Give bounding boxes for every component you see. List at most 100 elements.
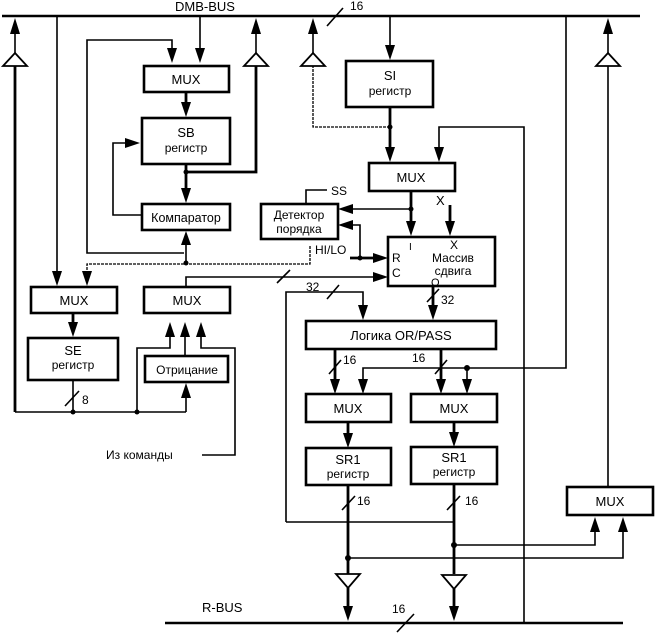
si-register-sub: регистр bbox=[369, 84, 412, 98]
sr1-right-output bbox=[440, 484, 468, 621]
port-c-label: C bbox=[392, 266, 401, 280]
comparator-to-sb bbox=[112, 138, 142, 216]
buffer-triangle-icon bbox=[440, 574, 468, 591]
mux-neg-to-shifter-c bbox=[185, 269, 388, 287]
buffer-triangle-icon bbox=[593, 51, 623, 67]
logic-to-mux-right bbox=[434, 349, 448, 394]
r-bus-label: R-BUS bbox=[202, 600, 243, 615]
sr1-left-sub: регистр bbox=[327, 467, 370, 481]
buffer-triangle-icon bbox=[298, 51, 328, 67]
sr1-right-width: 16 bbox=[465, 494, 479, 508]
se-register bbox=[26, 336, 120, 382]
negation-to-mux bbox=[180, 322, 190, 356]
dmb-to-si-reg bbox=[385, 16, 395, 60]
se-register-name: SE bbox=[64, 343, 82, 358]
logic-right-width: 16 bbox=[412, 351, 426, 365]
logic-label: Логика OR/PASS bbox=[350, 328, 452, 343]
mux-out bbox=[565, 485, 655, 517]
shifter-array bbox=[386, 235, 497, 288]
exponent-detector bbox=[259, 202, 340, 241]
sb-feedback-loop bbox=[86, 39, 184, 254]
buffer-triangle-icon bbox=[334, 573, 362, 590]
sr1-feedback-to-logic bbox=[285, 284, 368, 522]
feedback-width: 32 bbox=[306, 280, 320, 294]
instruction-to-mux bbox=[196, 322, 236, 456]
arrow-down-icon bbox=[52, 271, 62, 286]
port-r-label: R bbox=[392, 251, 401, 265]
sr1-to-mux-out bbox=[348, 517, 628, 559]
detector-line1: Детектор bbox=[274, 208, 325, 222]
arrow-up-icon bbox=[10, 18, 20, 34]
shifter-line2: сдвига bbox=[435, 264, 472, 278]
shifter-line1: Массив bbox=[432, 251, 474, 265]
x-input-label: X bbox=[436, 193, 445, 208]
se-reg-width: 8 bbox=[82, 393, 89, 407]
mux-out-to-dmb bbox=[593, 18, 623, 487]
mux-sr1-right-label: MUX bbox=[440, 401, 469, 416]
dmb-to-mux-se bbox=[52, 16, 62, 286]
logic-to-mux-left bbox=[328, 349, 342, 394]
si-register bbox=[344, 59, 435, 109]
hi-lo-label: HI/LO bbox=[315, 243, 346, 257]
mux-to-sr1-right bbox=[449, 422, 459, 447]
logic-or-pass bbox=[304, 319, 498, 351]
sr1-right-sub: регистр bbox=[433, 465, 476, 479]
comparator-label: Компаратор bbox=[151, 211, 221, 225]
x-input-arrow bbox=[445, 205, 455, 236]
mux-negation bbox=[142, 285, 232, 315]
dmb-to-mux-sb bbox=[195, 16, 205, 63]
sb-reg-output bbox=[181, 18, 271, 203]
dmb-bus bbox=[2, 7, 640, 27]
r-bus bbox=[165, 613, 623, 633]
dmb-bus-width: 16 bbox=[350, 0, 364, 13]
from-instruction-label: Из команды bbox=[106, 448, 173, 462]
shifter-out-width: 32 bbox=[441, 293, 455, 307]
logic-left-width: 16 bbox=[343, 353, 357, 367]
se-reg-output bbox=[15, 322, 191, 415]
mux-negation-label: MUX bbox=[173, 293, 202, 308]
negation-label: Отрицание bbox=[156, 363, 218, 377]
mux-si-label: MUX bbox=[397, 170, 426, 185]
sb-register-sub: регистр bbox=[165, 141, 208, 155]
ss-signal bbox=[305, 189, 327, 204]
sb-register bbox=[140, 116, 232, 166]
sr1-register-left bbox=[304, 446, 393, 487]
mux-out-label: MUX bbox=[596, 494, 625, 509]
shifter-to-logic bbox=[426, 286, 440, 320]
dmb-bus-label: DMB-BUS bbox=[175, 0, 235, 14]
comparator bbox=[140, 202, 232, 232]
port-o-label: O bbox=[431, 277, 440, 289]
mux-sb-to-sb-reg bbox=[181, 92, 191, 117]
r-bus-width: 16 bbox=[392, 602, 406, 616]
sr1-left-name: SR1 bbox=[335, 452, 360, 467]
dmb-to-sr1-muxes bbox=[358, 16, 567, 394]
port-x-label: X bbox=[450, 238, 458, 252]
mux-to-sr1-left bbox=[343, 422, 353, 448]
sr1-left-width: 16 bbox=[357, 494, 371, 508]
si-reg-output bbox=[298, 18, 395, 162]
se-register-sub: регистр bbox=[52, 358, 95, 372]
mux-sr1-left-label: MUX bbox=[334, 401, 363, 416]
buffer-triangle-icon bbox=[0, 51, 30, 67]
negation-block bbox=[143, 354, 230, 384]
sr1-right-name: SR1 bbox=[441, 450, 466, 465]
ss-label: SS bbox=[331, 184, 347, 198]
detector-line2: порядка bbox=[276, 222, 322, 236]
mux-sr1-left bbox=[304, 392, 393, 424]
sr1-feedback-to-mux-si bbox=[434, 126, 525, 304]
mux-sb-label: MUX bbox=[172, 72, 201, 87]
sr1-left-output bbox=[286, 485, 455, 621]
port-i-label: I bbox=[409, 242, 412, 253]
detector-shifter-link bbox=[338, 220, 388, 263]
sb-register-name: SB bbox=[177, 125, 194, 140]
comparator-bus-link bbox=[82, 231, 311, 286]
mux-se-to-se-reg bbox=[68, 313, 78, 337]
mux-sb bbox=[142, 64, 231, 94]
mux-si-output bbox=[338, 191, 416, 236]
mux-se bbox=[29, 285, 119, 315]
buffer-triangle-icon bbox=[241, 51, 271, 67]
si-register-name: SI bbox=[384, 68, 396, 83]
se-to-dmb-path bbox=[0, 18, 30, 412]
mux-se-label: MUX bbox=[60, 293, 89, 308]
